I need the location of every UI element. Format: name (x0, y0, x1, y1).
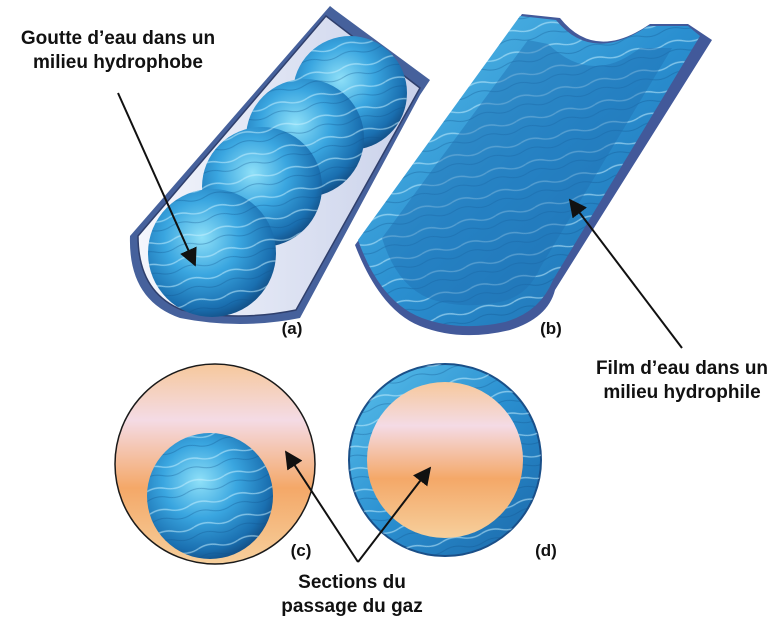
label-film-line1: Film d’eau dans un (596, 358, 768, 379)
label-droplet-line2: milieu hydrophobe (33, 52, 203, 73)
arrow-film (570, 200, 682, 348)
droplet-1 (148, 189, 276, 317)
panel-label-b: (b) (540, 319, 562, 338)
panel-d-section (349, 364, 541, 556)
panel-label-d: (d) (535, 541, 557, 560)
panel-c-section (115, 364, 315, 564)
gas-core (367, 382, 523, 538)
label-sections-line2: passage du gaz (281, 596, 423, 617)
panel-b-channel (355, 14, 712, 335)
label-film-line2: milieu hydrophile (603, 382, 760, 403)
panel-label-a: (a) (282, 319, 303, 338)
label-sections-line1: Sections du (298, 572, 406, 593)
panel-label-c: (c) (291, 541, 312, 560)
label-droplet-line1: Goutte d’eau dans un (21, 28, 215, 49)
